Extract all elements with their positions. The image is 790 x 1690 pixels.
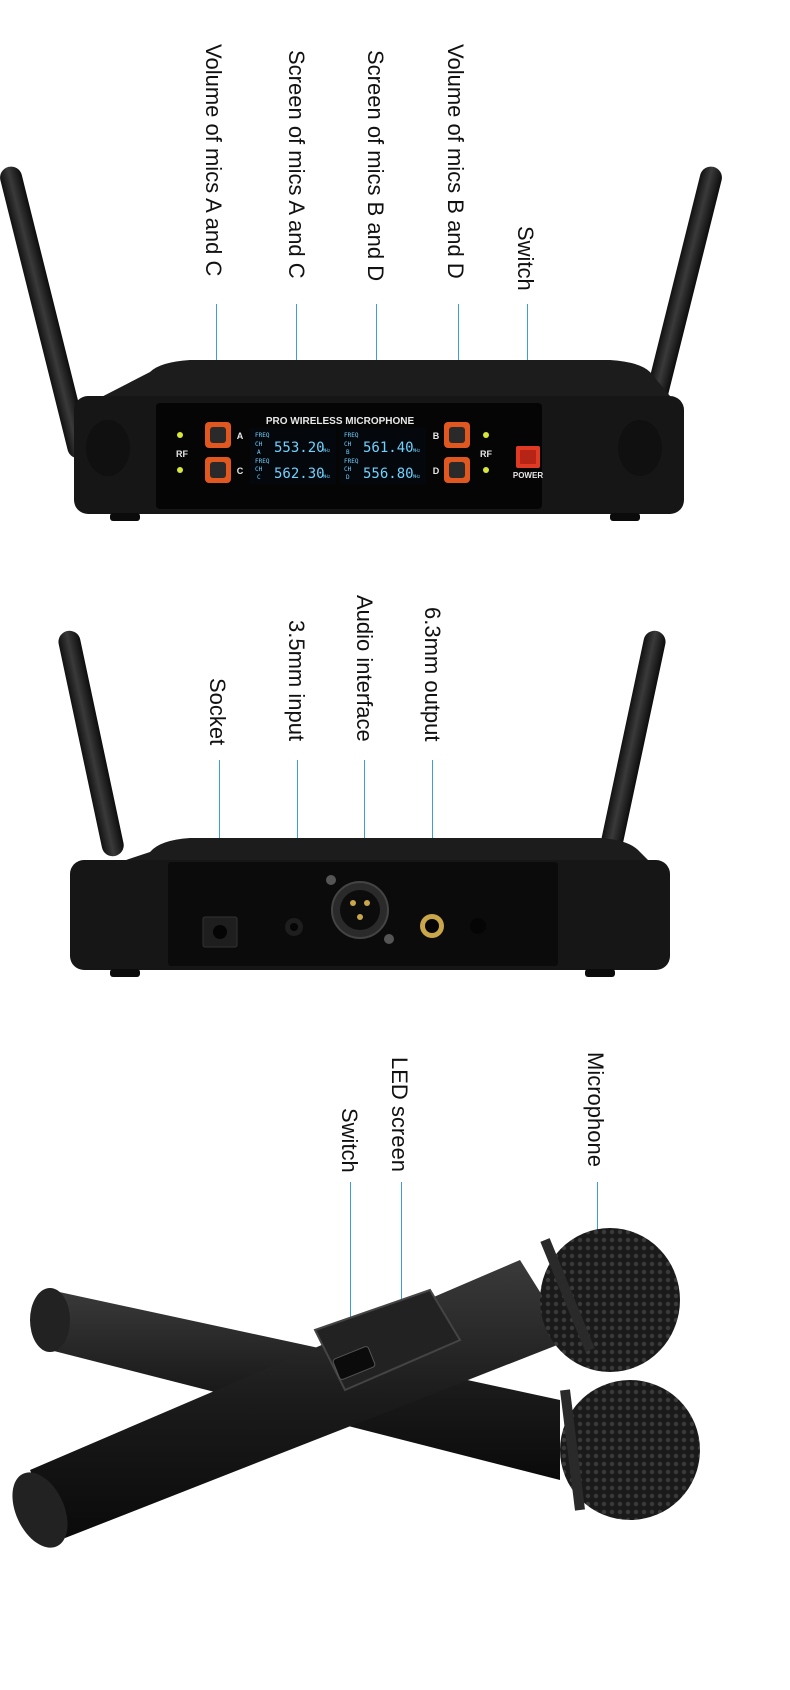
power-label: POWER — [513, 471, 543, 480]
lcd-mhz-d: MHz — [413, 474, 421, 479]
microphone-front — [12, 1228, 680, 1548]
mount-hole — [470, 918, 486, 934]
callout-switch-mic: Switch — [337, 1108, 362, 1173]
channel-label-b: B — [433, 431, 440, 441]
power-switch[interactable] — [516, 446, 540, 468]
rf-led-b — [483, 432, 489, 438]
lcd-ch-label-d: CH — [344, 466, 352, 473]
callout-volume-ac: Volume of mics A and C — [201, 44, 226, 277]
mic-power-switch[interactable] — [332, 1346, 376, 1381]
lcd-freq-label-c: FREQ — [255, 458, 270, 465]
callout-volume-bd: Volume of mics B and D — [443, 44, 468, 279]
rf-led-d — [483, 467, 489, 473]
callout-output-63: 6.3mm output — [420, 607, 445, 742]
lcd-mhz-c: MHz — [323, 474, 331, 479]
leader-audio-interface — [364, 760, 365, 900]
lcd-ch-label-a: CH — [255, 441, 263, 448]
lcd-freq-a: 553.20 — [274, 440, 325, 456]
lcd-freq-b: 561.40 — [363, 440, 414, 456]
lcd-freq-label-b: FREQ — [344, 432, 359, 439]
callout-input-35: 3.5mm input — [284, 620, 309, 742]
channel-label-c: C — [237, 466, 244, 476]
lcd-screen-ac: FREQ CH A 553.20 MHz FREQ CH C 562.30 MH… — [250, 428, 336, 484]
rf-label-left: RF — [176, 449, 188, 459]
lcd-channel-a: A — [257, 449, 261, 456]
rf-label-right: RF — [480, 449, 492, 459]
lcd-screen-bd: FREQ CH B 561.40 MHz FREQ CH D 556.80 MH… — [340, 428, 426, 484]
volume-knob-b[interactable] — [444, 422, 470, 448]
microphones-illustration — [12, 1228, 700, 1548]
volume-knob-c[interactable] — [205, 457, 231, 483]
callout-screen-bd: Screen of mics B and D — [363, 50, 388, 282]
callout-screen-ac: Screen of mics A and C — [284, 50, 309, 279]
lcd-freq-label-d: FREQ — [344, 458, 359, 465]
rf-led-c — [177, 467, 183, 473]
leader-microphone — [597, 1182, 598, 1262]
input-jack-35[interactable] — [285, 918, 303, 936]
callout-switch-power: Switch — [513, 226, 538, 291]
output-jack-63[interactable] — [420, 914, 444, 938]
callout-led-screen: LED screen — [387, 1057, 412, 1172]
channel-label-d: D — [433, 466, 440, 476]
lcd-channel-d: D — [346, 474, 350, 481]
channel-label-a: A — [237, 431, 244, 441]
lcd-mhz-a: MHz — [323, 448, 331, 453]
callout-microphone: Microphone — [583, 1052, 608, 1167]
lcd-channel-b: B — [346, 449, 350, 456]
callout-audio-interface: Audio interface — [352, 595, 377, 742]
leader-led-screen — [401, 1182, 402, 1320]
dc-socket[interactable] — [202, 916, 238, 948]
volume-knob-d[interactable] — [444, 457, 470, 483]
callout-socket: Socket — [205, 678, 230, 746]
receiver-front-body: PRO WIRELESS MICROPHONE RF RF A C B D — [74, 360, 684, 521]
lcd-ch-label-b: CH — [344, 441, 352, 448]
lcd-ch-label-c: CH — [255, 466, 263, 473]
panel-title: PRO WIRELESS MICROPHONE — [266, 416, 415, 427]
receiver-back-body — [70, 838, 670, 977]
lcd-freq-label-a: FREQ — [255, 432, 270, 439]
xlr-connector[interactable] — [326, 875, 394, 944]
leader-switch-mic — [350, 1182, 351, 1360]
lcd-channel-c: C — [257, 474, 261, 481]
rf-led-a — [177, 432, 183, 438]
lcd-freq-c: 562.30 — [274, 466, 325, 482]
lcd-freq-d: 556.80 — [363, 466, 414, 482]
volume-knob-a[interactable] — [205, 422, 231, 448]
lcd-mhz-b: MHz — [413, 448, 421, 453]
